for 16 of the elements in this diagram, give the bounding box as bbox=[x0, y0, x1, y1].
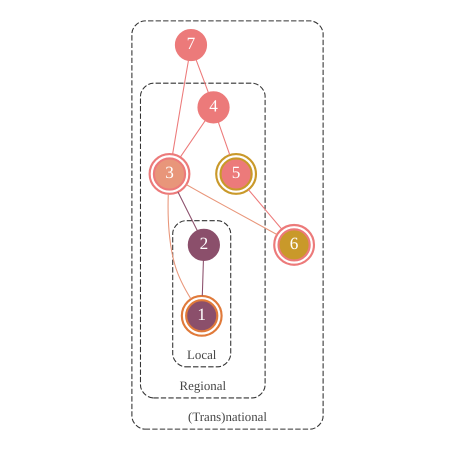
node-circle: 4 bbox=[197, 91, 230, 124]
connector bbox=[248, 189, 282, 230]
connector bbox=[178, 192, 198, 231]
connector bbox=[172, 60, 189, 154]
node-circle: 3 bbox=[148, 153, 190, 195]
connector bbox=[196, 60, 209, 92]
connector bbox=[202, 260, 204, 296]
node-circle: 1 bbox=[180, 294, 223, 337]
connector bbox=[168, 194, 192, 300]
connector bbox=[218, 122, 230, 155]
node-circle: 6 bbox=[273, 224, 316, 266]
connector bbox=[186, 184, 278, 235]
node-circle: 5 bbox=[215, 153, 258, 195]
node-circle: 7 bbox=[174, 28, 208, 62]
node-circle: 2 bbox=[188, 228, 220, 261]
connector bbox=[180, 120, 206, 158]
